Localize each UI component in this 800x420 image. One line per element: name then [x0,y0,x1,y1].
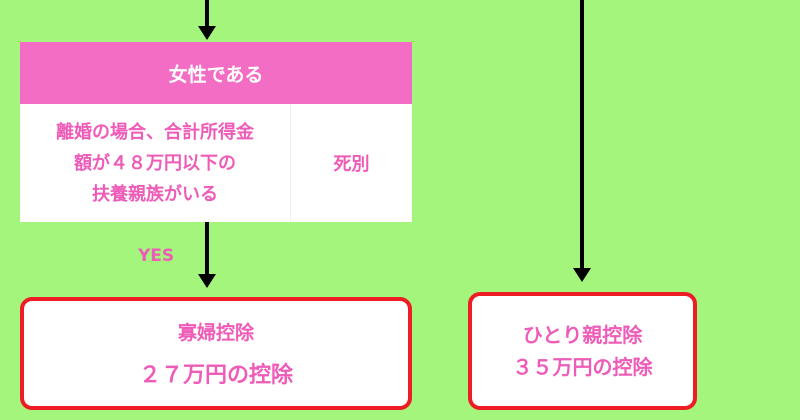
condition-line-2: 額が４８万円以下の [74,152,236,174]
result-title: 寡婦控除 [177,322,254,344]
arrow-right-down [573,0,591,282]
result-widow-deduction: 寡婦控除 ２７万円の控除 [20,297,412,410]
arrow-top-left [198,0,216,40]
condition-line-3: 扶養親族がいる [92,183,218,205]
result-amount: ２７万円の控除 [138,363,293,388]
condition-header: 女性である [20,42,412,104]
condition-box: 女性である 離婚の場合、合計所得金 額が４８万円以下の 扶養親族がいる 死別 [20,42,412,222]
yes-label: YES [138,246,175,266]
condition-divider [290,104,291,222]
condition-bereavement: 死別 [333,154,370,175]
condition-line-1: 離婚の場合、合計所得金 [56,121,254,143]
result-title: ひとり親控除 [522,323,643,347]
arrow-yes-down [198,222,216,288]
result-amount: ３５万円の控除 [512,355,653,379]
result-single-parent-deduction: ひとり親控除 ３５万円の控除 [468,292,697,410]
condition-requirement: 離婚の場合、合計所得金 額が４８万円以下の 扶養親族がいる [20,104,290,222]
